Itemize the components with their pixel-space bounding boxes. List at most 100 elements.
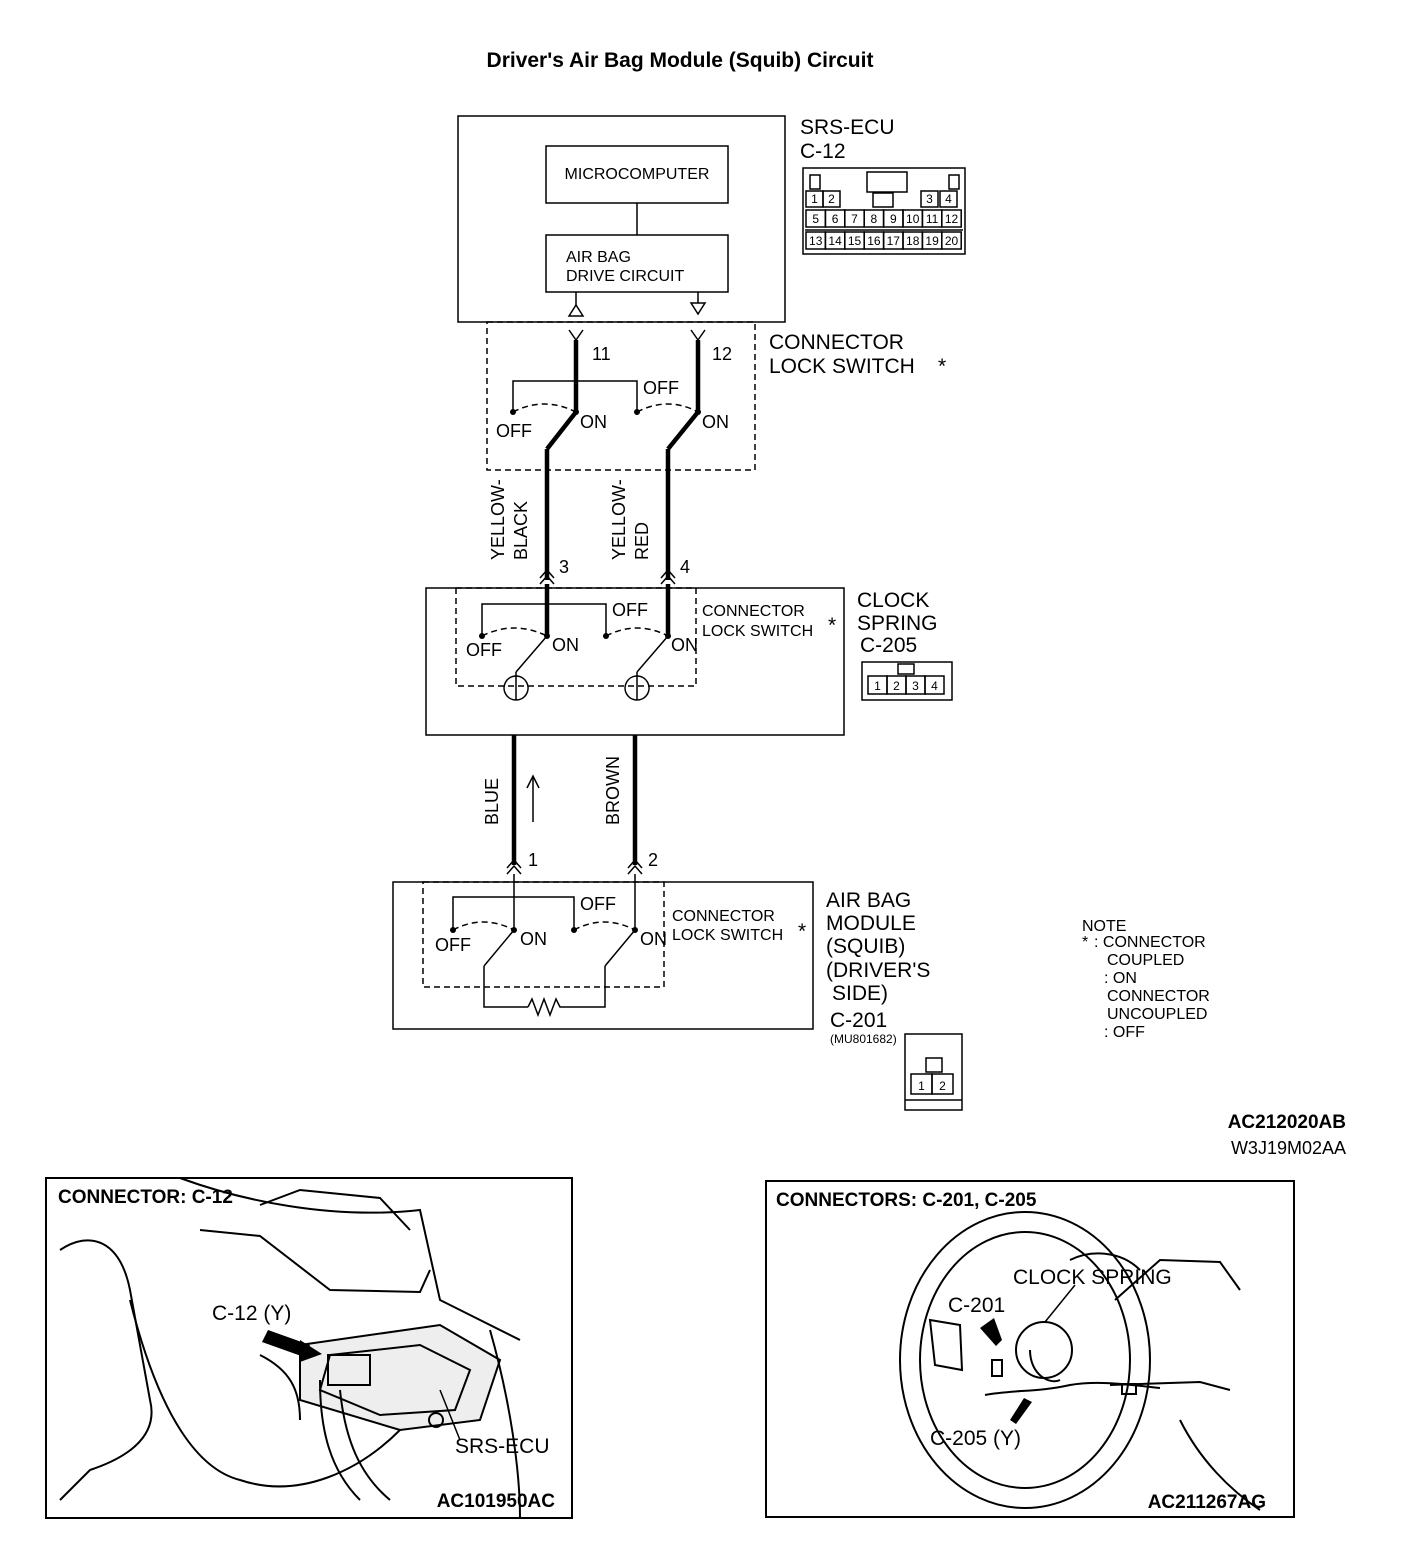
panel-left-callout: C-12 (Y) xyxy=(212,1302,291,1325)
panel-left-ecu-label: SRS-ECU xyxy=(455,1435,550,1458)
terminal-3-label: 3 xyxy=(559,557,569,577)
c12-pin-4-cell xyxy=(939,190,958,208)
c12-pin-16: 16 xyxy=(867,234,881,248)
terminal-1-icon xyxy=(506,858,522,875)
wire-yellow-red-2: RED xyxy=(632,522,652,560)
srs-ecu-connector: C-12 xyxy=(800,140,846,163)
ecu-switch-right-off: OFF xyxy=(643,378,679,398)
c12-pin-17: 17 xyxy=(887,234,901,248)
diagram-title: Driver's Air Bag Module (Squib) Circuit xyxy=(487,49,874,72)
c12-pin-11: 11 xyxy=(926,212,939,226)
srs-ecu-block: MICROCOMPUTER AIR BAG DRIVE CIRCUIT xyxy=(457,115,786,323)
cs-switch-left xyxy=(479,584,550,701)
ecu-switch-right xyxy=(576,340,701,580)
c12-pin-3-cell xyxy=(920,190,939,208)
ecu-lock-switch-label-1: CONNECTOR xyxy=(769,331,904,354)
cs-lock-switch-label-2: LOCK SWITCH xyxy=(702,623,813,640)
c205-pin-2: 2 xyxy=(893,679,900,693)
note-line-4: CONNECTOR xyxy=(1107,988,1210,1005)
c12-pin-10: 10 xyxy=(906,212,920,226)
terminal-12-icon xyxy=(690,329,706,342)
clock-spring-lock-switch-box xyxy=(455,587,697,687)
terminal-4-icon xyxy=(660,568,676,585)
c12-pin-15: 15 xyxy=(848,234,862,248)
c205-pin-4: 4 xyxy=(931,679,938,693)
c12-pin-8: 8 xyxy=(871,212,878,226)
microcomputer-label: MICROCOMPUTER xyxy=(565,166,710,183)
wire-yellow-black-2: BLACK xyxy=(511,501,531,560)
terminal-2-label: 2 xyxy=(648,850,658,870)
airbag-lock-switch-box xyxy=(422,881,665,988)
c205-pin-3: 3 xyxy=(912,679,919,693)
ecu-switch-right-on: ON xyxy=(702,412,729,432)
panel-right-code: AC211267AG xyxy=(1148,1492,1266,1513)
c201-pin-1: 1 xyxy=(918,1079,925,1093)
ab-switch-right-on: ON xyxy=(640,929,667,949)
ab-switch-right-off: OFF xyxy=(580,894,616,914)
c12-pin-14: 14 xyxy=(828,234,842,248)
c12-pin-5: 5 xyxy=(812,212,819,226)
ecu-switch-left-off: OFF xyxy=(496,421,532,441)
clock-spring-name-1: CLOCK xyxy=(857,589,929,612)
wire-brown-label: BROWN xyxy=(603,756,623,825)
c201-pin-2: 2 xyxy=(939,1079,946,1093)
squib-resistor-icon xyxy=(527,996,563,1018)
ecu-lock-switch-star: * xyxy=(938,355,946,378)
dashboard-illustration xyxy=(59,1177,521,1519)
up-triangle-icon xyxy=(567,303,585,317)
panel-right-title: CONNECTORS: C-201, C-205 xyxy=(776,1190,1037,1211)
cs-switch-left-on: ON xyxy=(552,635,579,655)
c12-pin-1: 1 xyxy=(811,192,818,206)
drive-circuit-box xyxy=(545,234,729,293)
terminal-11-label: 11 xyxy=(592,344,611,364)
c12-pin-20-cell xyxy=(941,231,962,250)
cs-switch-right-on: ON xyxy=(671,635,698,655)
note-line-1: : CONNECTOR xyxy=(1094,934,1206,951)
panel-connector-c12: CONNECTOR: C-12 C-12 (Y) SRS-ECU AC10195… xyxy=(45,1177,573,1519)
ab-switch-left-on: ON xyxy=(520,929,547,949)
c12-pin-18: 18 xyxy=(906,234,920,248)
ab-switch-right xyxy=(514,874,638,1008)
drive-circuit-label-2: DRIVE CIRCUIT xyxy=(566,268,684,285)
diagram-code: AC212020AB xyxy=(1228,1112,1346,1133)
wire-blue-label: BLUE xyxy=(482,778,502,825)
srs-ecu-name: SRS-ECU xyxy=(800,116,895,139)
down-triangle-icon xyxy=(689,302,707,316)
c12-pin-4: 4 xyxy=(945,192,952,206)
ecu-lock-switch-label-2: LOCK SWITCH xyxy=(769,355,915,378)
c12-pin-19: 19 xyxy=(925,234,939,248)
clock-spring-connector: C-205 xyxy=(860,634,917,657)
ab-lock-switch-label-2: LOCK SWITCH xyxy=(672,927,783,944)
c12-pin-7: 7 xyxy=(851,212,858,226)
cs-lock-switch-star: * xyxy=(828,614,836,637)
c12-pin-6: 6 xyxy=(832,212,839,226)
c12-pin-2: 2 xyxy=(828,192,835,206)
c12-pin-12: 12 xyxy=(945,212,959,226)
panel-right-c205: C-205 (Y) xyxy=(930,1427,1021,1450)
note-line-5: UNCOUPLED xyxy=(1107,1006,1207,1023)
note-line-3: : ON xyxy=(1104,970,1137,987)
panel-left-code: AC101950AC xyxy=(437,1491,556,1512)
cs-switch-right-off: OFF xyxy=(612,600,648,620)
c201-pin-2-cell xyxy=(931,1073,954,1095)
panel-connectors-c201-c205: CONNECTORS: C-201, C-205 CLOCK SPRING C-… xyxy=(765,1180,1295,1518)
c12-pin-20: 20 xyxy=(945,234,959,248)
c12-pin-9: 9 xyxy=(890,212,897,226)
terminal-2-icon xyxy=(627,858,643,875)
cs-lock-switch-label-1: CONNECTOR xyxy=(702,603,805,620)
wire-yellow-black-1: YELLOW- xyxy=(488,479,508,560)
c12-pin-13: 13 xyxy=(809,234,823,248)
note-line-2: COUPLED xyxy=(1107,952,1184,969)
ab-lock-switch-star: * xyxy=(798,920,806,943)
note-heading: NOTE xyxy=(1082,918,1126,935)
airbag-name-1: AIR BAG xyxy=(826,889,911,912)
c205-pin-1: 1 xyxy=(874,679,881,693)
note-star: * xyxy=(1082,934,1088,951)
panel-right-c201: C-201 xyxy=(948,1294,1005,1317)
airbag-name-4: (DRIVER'S xyxy=(826,959,930,982)
